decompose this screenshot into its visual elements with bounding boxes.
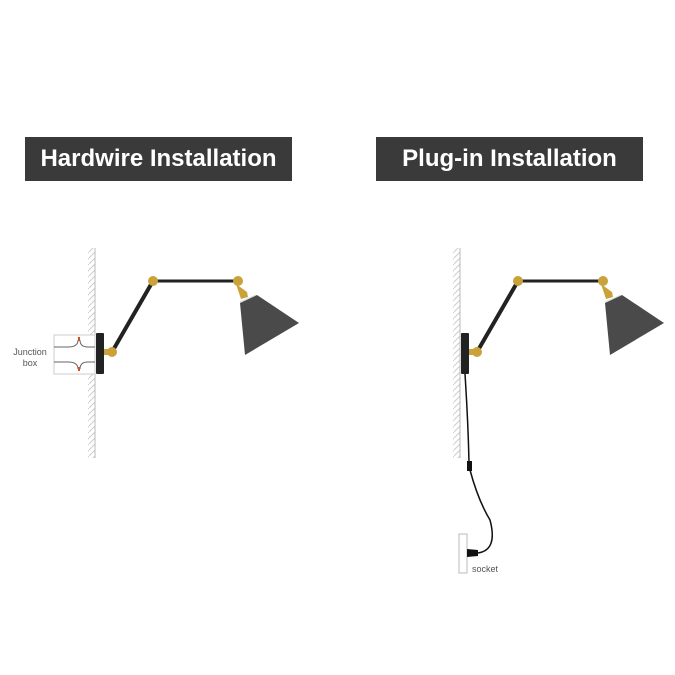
plugin-lamp: socket xyxy=(451,246,666,574)
socket-label: socket xyxy=(472,564,499,574)
hardwire-lamp: Junction box xyxy=(13,246,301,460)
socket xyxy=(458,533,468,574)
power-cord xyxy=(464,373,493,554)
junction-box-label-2: box xyxy=(23,358,38,368)
plugin-title: Plug-in Installation xyxy=(376,137,643,181)
hardwire-title: Hardwire Installation xyxy=(25,137,292,181)
junction-box xyxy=(53,334,96,375)
junction-box-label: Junction xyxy=(13,347,47,357)
plug xyxy=(467,549,478,557)
inline-switch xyxy=(467,461,472,471)
